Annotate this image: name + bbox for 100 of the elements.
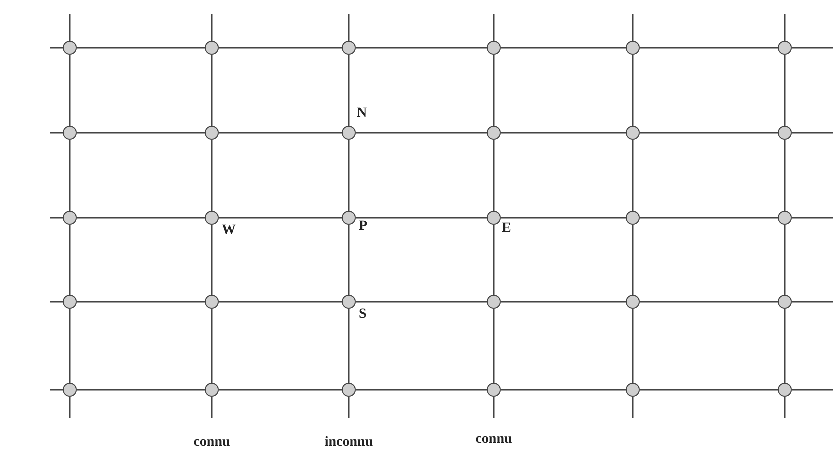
grid-line <box>50 132 63 134</box>
grid-line <box>640 132 778 134</box>
grid-line <box>77 132 205 134</box>
grid-line <box>501 301 626 303</box>
grid-node <box>342 41 356 55</box>
node-letter: P <box>359 220 368 234</box>
grid-node <box>342 211 356 225</box>
grid-line <box>219 132 342 134</box>
grid-line <box>348 55 350 126</box>
grid-line <box>792 301 833 303</box>
grid-line <box>784 14 786 41</box>
grid-node <box>487 41 501 55</box>
grid-line <box>356 301 487 303</box>
grid-line <box>348 225 350 295</box>
grid-node <box>778 295 792 309</box>
grid-line <box>348 397 350 418</box>
grid-line <box>356 217 487 219</box>
grid-line <box>784 55 786 126</box>
grid-line <box>69 140 71 211</box>
grid-node <box>205 211 219 225</box>
grid-line <box>219 389 342 391</box>
grid-line <box>640 217 778 219</box>
grid-line <box>501 132 626 134</box>
column-label: inconnu <box>324 436 374 450</box>
grid-line <box>50 47 63 49</box>
grid-node <box>487 211 501 225</box>
grid-line <box>69 309 71 383</box>
grid-line <box>219 217 342 219</box>
grid-line <box>792 217 833 219</box>
grid-line <box>501 217 626 219</box>
grid-line <box>792 47 833 49</box>
grid-line <box>348 309 350 383</box>
grid-line <box>69 397 71 418</box>
grid-node <box>63 295 77 309</box>
grid-line <box>784 225 786 295</box>
grid-line <box>211 309 213 383</box>
grid-line <box>211 140 213 211</box>
grid-node <box>778 126 792 140</box>
grid-line <box>632 14 634 41</box>
grid-line <box>632 309 634 383</box>
grid-node <box>626 383 640 397</box>
grid-line <box>493 140 495 211</box>
grid-line <box>50 301 63 303</box>
grid-node <box>205 295 219 309</box>
grid-line <box>640 47 778 49</box>
grid-line <box>784 140 786 211</box>
grid-line <box>493 225 495 295</box>
grid-line <box>792 389 833 391</box>
grid-line <box>784 397 786 418</box>
grid-line <box>501 389 626 391</box>
grid-line <box>493 309 495 383</box>
grid-node <box>342 383 356 397</box>
grid-node <box>63 41 77 55</box>
grid-line <box>77 47 205 49</box>
grid-node <box>487 295 501 309</box>
grid-line <box>69 225 71 295</box>
grid-line <box>219 47 342 49</box>
grid-line <box>493 397 495 418</box>
grid-node <box>778 383 792 397</box>
grid-node <box>626 41 640 55</box>
node-letter: W <box>222 224 236 238</box>
grid-line <box>493 14 495 41</box>
grid-line <box>784 309 786 383</box>
grid-line <box>632 55 634 126</box>
grid-line <box>348 140 350 211</box>
grid-line <box>50 389 63 391</box>
grid-line <box>219 301 342 303</box>
node-letter: S <box>359 308 367 322</box>
grid-node <box>778 211 792 225</box>
grid-node <box>778 41 792 55</box>
grid-line <box>632 225 634 295</box>
grid-line <box>211 225 213 295</box>
grid-node <box>626 295 640 309</box>
node-letter: E <box>502 222 512 236</box>
grid-line <box>640 301 778 303</box>
grid-line <box>356 47 487 49</box>
grid-node <box>63 211 77 225</box>
node-letter: N <box>357 107 368 121</box>
grid-line <box>501 47 626 49</box>
column-label: connu <box>194 436 230 450</box>
grid-line <box>77 217 205 219</box>
grid-node <box>487 383 501 397</box>
grid-node <box>205 41 219 55</box>
grid-node <box>205 126 219 140</box>
column-label: connu <box>476 433 512 447</box>
grid-node <box>63 126 77 140</box>
grid-node <box>63 383 77 397</box>
grid-line <box>211 397 213 418</box>
grid-node <box>487 126 501 140</box>
grid-line <box>69 55 71 126</box>
grid-line <box>69 14 71 41</box>
grid-node <box>342 295 356 309</box>
grid-node <box>205 383 219 397</box>
grid-line <box>632 397 634 418</box>
grid-line <box>50 217 63 219</box>
grid-line <box>211 14 213 41</box>
grid-line <box>348 14 350 41</box>
grid-line <box>356 132 487 134</box>
grid-node <box>626 126 640 140</box>
grid-line <box>792 132 833 134</box>
